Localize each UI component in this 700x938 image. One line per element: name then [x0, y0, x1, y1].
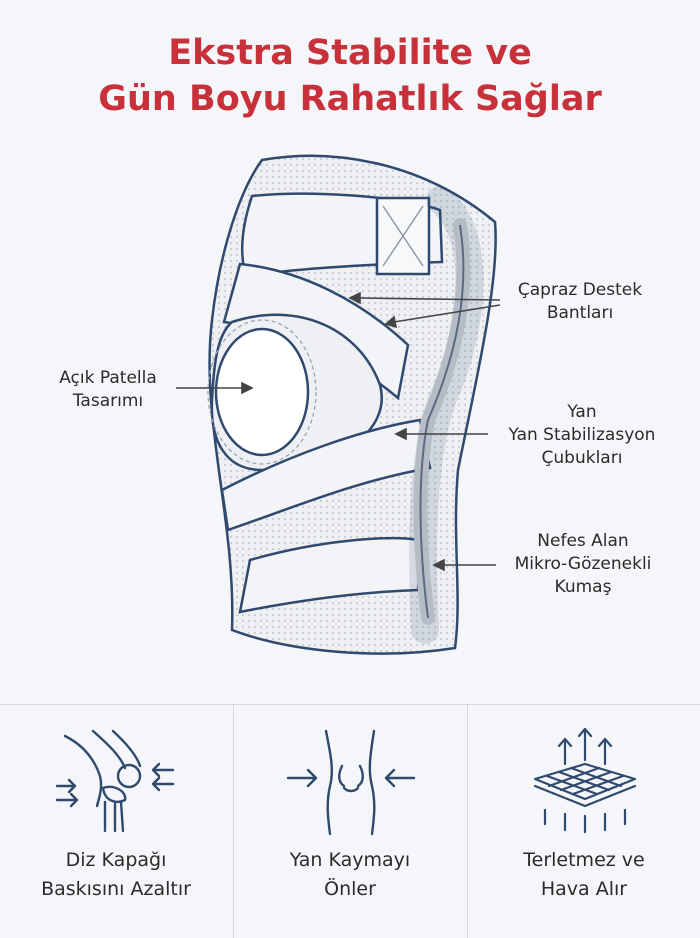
callout-cross-straps-line-1: Çapraz Destek — [517, 280, 643, 300]
callout-cross-straps-line-2: Bantları — [546, 303, 614, 323]
knee-side-support-icon — [286, 729, 416, 836]
feature-breathable-line-2: Hava Alır — [540, 878, 628, 900]
feature-side-slip-line-1: Yan Kaymayı — [289, 849, 411, 871]
feature-patella-line-2: Baskısını Azaltır — [41, 878, 191, 900]
callout-cross-straps: Çapraz Destek Bantları — [505, 279, 655, 325]
lower-cross-strap — [220, 418, 432, 532]
callout-side-bars-line-2: Yan Stabilizasyon — [508, 425, 656, 445]
feature-side-slip-line-2: Önler — [324, 878, 376, 900]
patella-opening — [214, 327, 310, 457]
feature-divider-1 — [233, 704, 234, 938]
callout-side-bars-line-3: Çubukları — [541, 448, 623, 468]
callout-mesh-line-2: Mikro-Gözenekli — [514, 554, 652, 574]
page-title-line-2: Gün Boyu Rahatlık Sağlar — [98, 79, 602, 119]
callout-open-patella: Açık Patella Tasarımı — [40, 367, 176, 413]
breathable-fabric-icon — [533, 727, 637, 834]
callout-open-patella-line-2: Tasarımı — [72, 391, 144, 411]
feature-label-side-slip: Yan Kaymayı Önler — [234, 846, 466, 904]
feature-label-breathable: Terletmez ve Hava Alır — [468, 846, 700, 904]
callout-mesh: Nefes Alan Mikro-Gözenekli Kumaş — [498, 530, 668, 599]
page-title-line-1: Ekstra Stabilite ve — [168, 33, 532, 73]
knee-pressure-icon — [55, 729, 175, 833]
callout-side-bars: Yan Yan Stabilizasyon Çubukları — [492, 401, 672, 470]
callout-mesh-line-1: Nefes Alan — [537, 531, 629, 551]
feature-breathable-line-1: Terletmez ve — [523, 849, 645, 871]
callout-mesh-line-3: Kumaş — [554, 577, 612, 597]
callout-open-patella-line-1: Açık Patella — [59, 368, 157, 388]
feature-divider-2 — [467, 704, 468, 938]
feature-divider-top — [0, 704, 700, 705]
feature-patella-line-1: Diz Kapağı — [65, 849, 167, 871]
knee-brace-illustration — [176, 154, 501, 655]
feature-label-patella-pressure: Diz Kapağı Baskısını Azaltır — [0, 846, 232, 904]
callout-side-bars-line-1: Yan — [567, 402, 597, 422]
